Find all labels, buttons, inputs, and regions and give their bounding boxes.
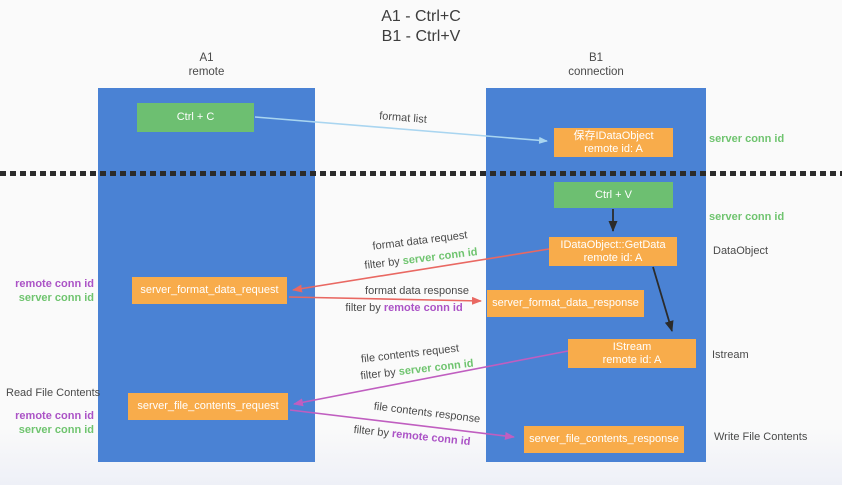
right-column-name: B1 xyxy=(588,52,604,64)
ctrl-v-label: Ctrl + V xyxy=(595,188,632,201)
diagram-title: A1 - Ctrl+C B1 - Ctrl+V xyxy=(0,7,842,47)
save-dataobject-line2: remote id: A xyxy=(584,142,643,155)
format-list-arrow xyxy=(254,116,548,144)
filter-by-remote-conn-id-label-1: filter by remote conn id xyxy=(345,302,462,314)
server-file-contents-request-label: server_file_contents_request xyxy=(137,400,279,412)
save-dataobject-node: 保存IDataObject remote id: A xyxy=(554,128,673,157)
server-format-data-request-label: server_format_data_request xyxy=(140,284,279,296)
istream-node: IStream remote id: A xyxy=(568,339,696,368)
ctrl-c-label: Ctrl + C xyxy=(176,111,215,123)
write-file-contents-label: Write File Contents xyxy=(714,431,808,443)
filter-by-text: filter by xyxy=(345,302,384,314)
server-format-data-response-label: server_format_data_response xyxy=(492,297,639,309)
format-data-request-arrow xyxy=(292,248,550,293)
server-file-contents-request-node: server_file_contents_request xyxy=(128,393,288,420)
format-data-response-arrow xyxy=(288,296,482,305)
remote-conn-id-label-left-2: remote conn id xyxy=(15,410,94,422)
server-format-data-request-node: server_format_data_request xyxy=(132,277,287,304)
title-line-1: A1 - Ctrl+C xyxy=(381,8,461,25)
remote-conn-id-label-left-1: remote conn id xyxy=(15,278,94,290)
server-file-contents-response-label: server_file_contents_response xyxy=(529,433,679,445)
left-column-subtitle: remote xyxy=(188,66,225,78)
ctrl-v-node: Ctrl + V xyxy=(554,182,673,208)
right-column-subtitle: connection xyxy=(568,66,624,78)
server-format-data-response-node: server_format_data_response xyxy=(487,290,644,317)
getdata-to-istream-arrow xyxy=(652,266,674,332)
title-line-2: B1 - Ctrl+V xyxy=(381,28,461,45)
format-data-response-label: format data response xyxy=(365,285,469,297)
getdata-node: IDataObject::GetData remote id: A xyxy=(549,237,677,266)
file-contents-request-arrow xyxy=(293,350,569,407)
right-column-header: B1 connection xyxy=(486,51,706,79)
getdata-line1: IDataObject::GetData xyxy=(560,238,666,251)
left-column-name: A1 xyxy=(199,52,214,64)
read-file-contents-label: Read File Contents xyxy=(6,387,101,399)
istream-side-label: Istream xyxy=(712,349,749,361)
server-file-contents-response-node: server_file_contents_response xyxy=(524,426,684,453)
file-contents-response-arrow xyxy=(289,409,515,440)
left-column-header: A1 remote xyxy=(98,51,315,79)
server-conn-id-label-right-top: server conn id xyxy=(709,133,785,145)
server-conn-id-label-left-1: server conn id xyxy=(18,292,94,304)
server-conn-id-label-left-2: server conn id xyxy=(18,424,94,436)
dataobject-label: DataObject xyxy=(713,245,769,257)
istream-line1: IStream xyxy=(612,340,652,353)
ctrl-c-node: Ctrl + C xyxy=(137,103,254,132)
istream-line2: remote id: A xyxy=(602,353,662,366)
dashed-separator-line xyxy=(0,171,842,176)
server-conn-id-label-right-mid: server conn id xyxy=(709,211,785,223)
getdata-line2: remote id: A xyxy=(583,251,643,264)
remote-conn-id-text: remote conn id xyxy=(383,302,463,314)
save-dataobject-line1: 保存IDataObject xyxy=(573,129,654,142)
